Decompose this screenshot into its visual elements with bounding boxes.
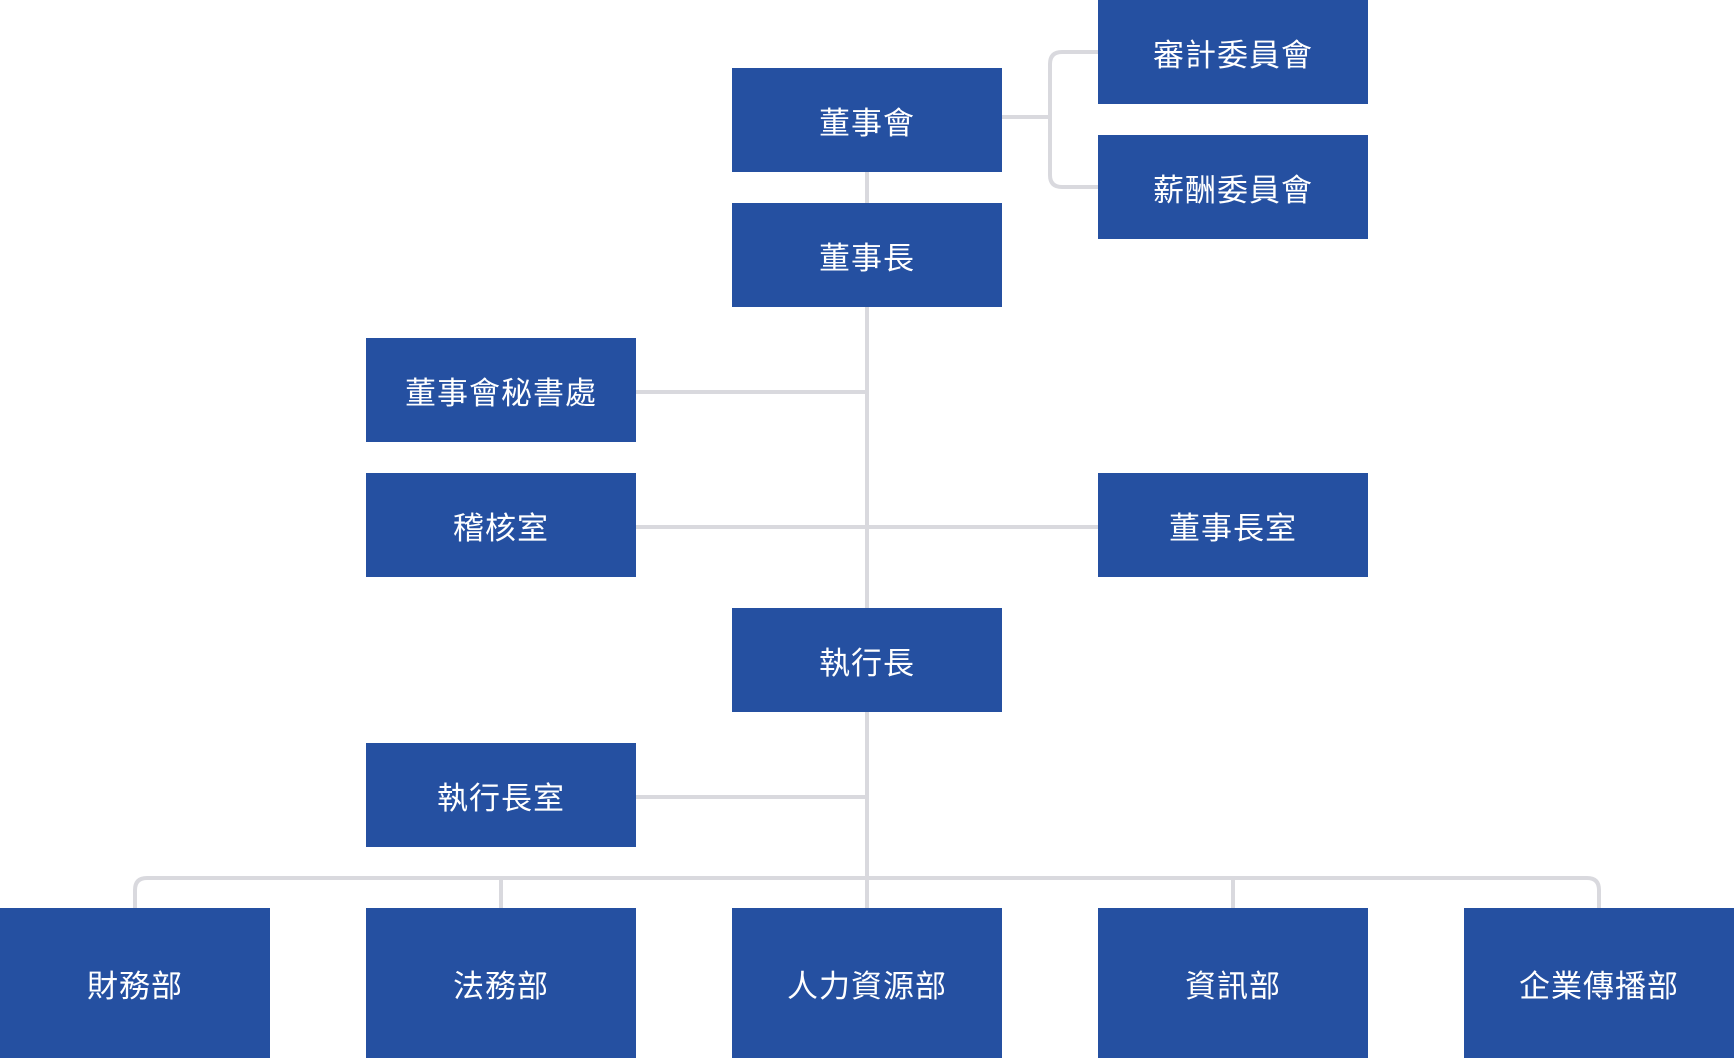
department-box-finance: 財務部 — [0, 908, 270, 1058]
department-box-corporate-communications: 企業傳播部 — [1464, 908, 1734, 1058]
connector-departments-bus — [133, 876, 1601, 908]
audit-committee-box: 審計委員會 — [1098, 0, 1368, 104]
board-secretariat-box: 董事會秘書處 — [366, 338, 636, 442]
audit-committee-label: 審計委員會 — [1153, 37, 1313, 74]
department-box-human-resources: 人力資源部 — [732, 908, 1002, 1058]
board-of-directors-box: 董事會 — [732, 68, 1002, 172]
ceo-box: 執行長 — [732, 608, 1002, 712]
department-label-corporate-communications: 企業傳播部 — [1519, 968, 1679, 1005]
chairman-office-label: 董事長室 — [1169, 510, 1297, 547]
ceo-office-box: 執行長室 — [366, 743, 636, 847]
compensation-committee-box: 薪酬委員會 — [1098, 135, 1368, 239]
connector-committee-bracket — [1048, 50, 1098, 189]
board-of-directors-label: 董事會 — [819, 105, 915, 142]
internal-audit-label: 稽核室 — [453, 510, 549, 547]
board-secretariat-label: 董事會秘書處 — [405, 375, 597, 412]
chairman-office-box: 董事長室 — [1098, 473, 1368, 577]
ceo-office-label: 執行長室 — [437, 780, 565, 817]
chairman-box: 董事長 — [732, 203, 1002, 307]
department-label-legal: 法務部 — [453, 968, 549, 1005]
department-label-human-resources: 人力資源部 — [787, 968, 947, 1005]
internal-audit-box: 稽核室 — [366, 473, 636, 577]
department-box-legal: 法務部 — [366, 908, 636, 1058]
department-label-finance: 財務部 — [87, 968, 183, 1005]
chairman-label: 董事長 — [819, 240, 915, 277]
ceo-label: 執行長 — [819, 645, 915, 682]
department-label-information: 資訊部 — [1185, 968, 1281, 1005]
department-box-information: 資訊部 — [1098, 908, 1368, 1058]
compensation-committee-label: 薪酬委員會 — [1153, 172, 1313, 209]
